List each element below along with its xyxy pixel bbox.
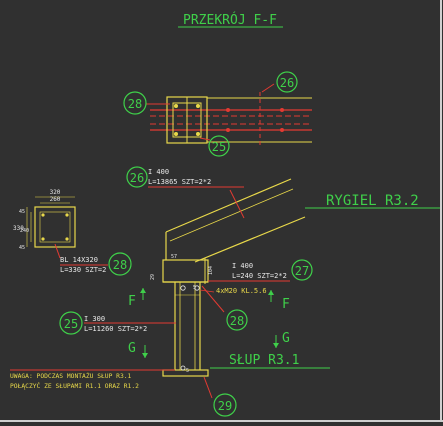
column <box>162 259 209 377</box>
dim-29: 29 <box>150 274 156 280</box>
svg-text:29: 29 <box>218 399 232 413</box>
svg-text:28: 28 <box>230 314 244 328</box>
balloon-28-top: 28 <box>123 91 147 115</box>
haunch-length: L=240 SZT=2*2 <box>232 272 287 280</box>
plate-label: BL 14X320 <box>60 256 98 264</box>
balloon-29: 29 <box>213 393 237 417</box>
balloon-27: 27 <box>291 259 313 281</box>
dim-5-bottom: 5 <box>186 368 189 374</box>
dim-width-260: 260 <box>50 196 61 203</box>
balloon-28-plate: 28 <box>108 252 132 276</box>
section-f-left: F <box>128 294 136 309</box>
dim-height-330: 330 <box>13 225 24 232</box>
top-plan-view <box>150 92 312 148</box>
balloon-25-top: 25 <box>208 135 230 157</box>
balloon-26-top: 26 <box>276 71 298 93</box>
note-line-1: UWAGA: PODCZAS MONTAŻU SŁUP R3.1 <box>10 371 132 380</box>
balloon-28-column: 28 <box>226 309 248 331</box>
dim-57: 57 <box>171 254 177 260</box>
plate-detail <box>26 196 76 248</box>
dim-45-top: 45 <box>19 209 25 215</box>
svg-text:26: 26 <box>280 76 294 90</box>
svg-text:26: 26 <box>130 171 144 185</box>
section-f-right: F <box>282 297 290 312</box>
section-title: PRZEKRÓJ F-F <box>183 12 277 28</box>
dim-height-240: 240 <box>20 228 29 234</box>
section-g-right: G <box>282 331 290 346</box>
svg-text:28: 28 <box>113 258 127 272</box>
note-line-2: POŁĄCZYĆ ZE SŁUPAMI R1.1 ORAZ R1.2 <box>10 381 139 390</box>
dim-45-bottom: 45 <box>19 245 25 251</box>
section-g-left: G <box>128 341 136 356</box>
balloon-25-column: 25 <box>59 311 83 335</box>
rafter-length: L=13865 SZT=2*2 <box>148 178 211 186</box>
svg-text:28: 28 <box>128 97 142 111</box>
slup-label: SŁUP R3.1 <box>229 353 299 368</box>
column-length: L=11260 SZT=2*2 <box>84 325 147 333</box>
dim-5-top: 5 <box>193 285 196 291</box>
svg-text:27: 27 <box>295 264 309 278</box>
rafter-profile: I 400 <box>148 168 169 176</box>
svg-text:25: 25 <box>64 317 78 331</box>
dim-width-320: 320 <box>50 189 61 196</box>
haunch-profile: I 400 <box>232 262 253 270</box>
rafter <box>165 178 306 284</box>
rygiel-label: RYGIEL R3.2 <box>326 193 419 209</box>
bolts-label: 4xM20 KL.5.6 <box>216 287 267 295</box>
balloon-26-mid: 26 <box>126 166 148 188</box>
plate-length: L=330 SZT=2 <box>60 266 106 274</box>
column-profile: I 300 <box>84 315 105 323</box>
svg-text:25: 25 <box>212 140 226 154</box>
dim-104: 104 <box>208 266 214 275</box>
